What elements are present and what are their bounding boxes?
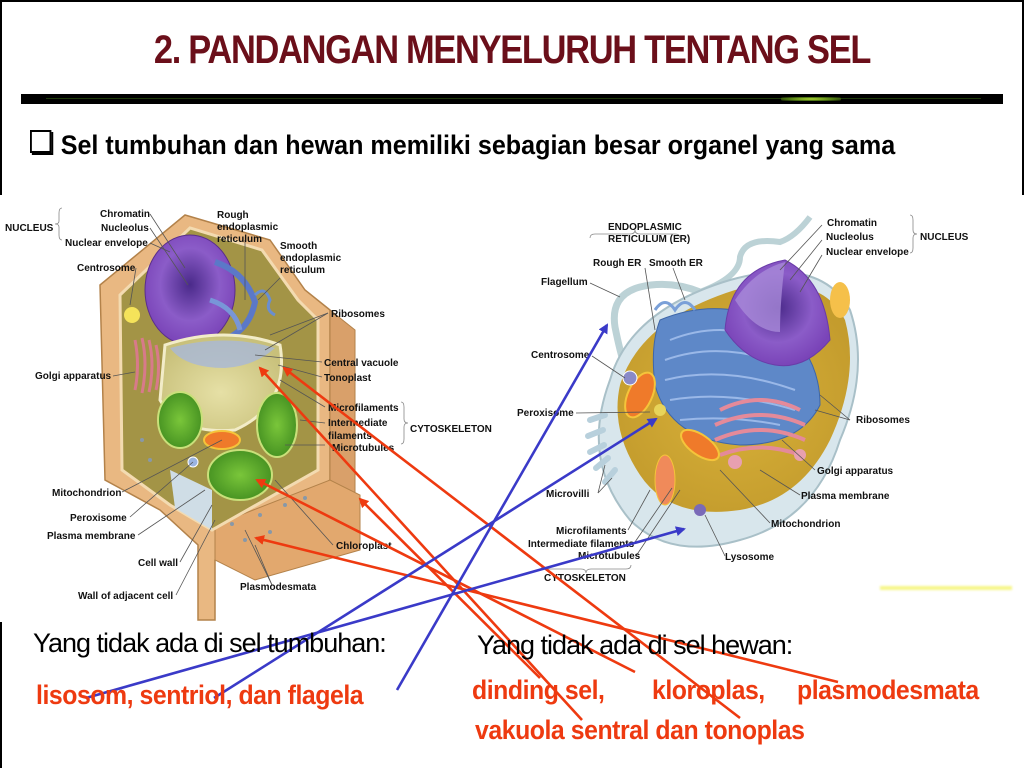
slide-frame-left-lower <box>0 622 2 768</box>
label-peroxisome: Peroxisome <box>70 513 127 524</box>
label-rough-er-1: Rough <box>217 210 249 221</box>
label-nucleus-group: NUCLEUS <box>920 232 969 243</box>
arrow-vakuola-to-central-vacuole <box>258 366 583 721</box>
arrow-kloroplas-to-chloroplast <box>255 478 636 674</box>
slide-frame-left <box>0 0 2 195</box>
label-peroxisome: Peroxisome <box>517 408 574 419</box>
label-microfilaments: Microfilaments <box>328 403 399 414</box>
label-microtubules: Microtubules <box>578 551 641 562</box>
label-cytoskeleton-group: CYTOSKELETON <box>410 424 492 435</box>
decorative-yellow-bar <box>880 586 1012 590</box>
answer-vakuola-tonoplas: vakuola sentral dan tonoplas <box>475 715 805 745</box>
label-golgi: Golgi apparatus <box>35 371 112 382</box>
slide-frame-right <box>1022 0 1024 195</box>
label-chromatin: Chromatin <box>827 218 877 229</box>
label-rough-er: Rough ER <box>593 258 642 269</box>
checkbox-square-icon <box>30 130 52 153</box>
label-ribosomes: Ribosomes <box>856 415 910 426</box>
label-rough-er-2: endoplasmic <box>217 222 279 233</box>
label-rough-er-3: reticulum <box>217 234 262 245</box>
label-microvilli: Microvilli <box>546 489 590 500</box>
label-lysosome: Lysosome <box>725 552 775 563</box>
label-nucleolus: Nucleolus <box>826 232 874 243</box>
answer-dinding-sel: dinding sel, <box>472 675 605 705</box>
label-intermediate-2: filaments <box>328 431 372 442</box>
label-central-vacuole: Central vacuole <box>324 358 399 369</box>
label-nuclear-envelope: Nuclear envelope <box>65 238 148 249</box>
label-mitochondrion: Mitochondrion <box>52 488 121 499</box>
title-divider <box>21 94 1003 104</box>
blue-arrows <box>85 323 686 700</box>
caption-not-in-animal: Yang tidak ada di sel hewan: <box>477 630 793 660</box>
bullet-text: Sel tumbuhan dan hewan memiliki sebagian… <box>60 130 896 160</box>
label-er-group-2: RETICULUM (ER) <box>608 234 690 245</box>
label-nucleolus: Nucleolus <box>101 223 149 234</box>
label-smooth-er-3: reticulum <box>280 265 325 276</box>
label-er-group-1: ENDOPLASMIC <box>608 222 682 233</box>
animal-cell-illustration <box>540 214 918 574</box>
label-smooth-er-1: Smooth <box>280 241 317 252</box>
caption-not-in-plant: Yang tidak ada di sel tumbuhan: <box>33 628 387 658</box>
label-smooth-er: Smooth ER <box>649 258 704 269</box>
label-microtubules: Microtubules <box>332 443 395 454</box>
label-wall-adjacent: Wall of adjacent cell <box>78 591 173 602</box>
label-golgi: Golgi apparatus <box>817 466 894 477</box>
slide-title: 2. PANDANGAN MENYELURUH TENTANG SEL <box>153 28 871 72</box>
label-smooth-er-2: endoplasmic <box>280 253 342 264</box>
arrow-dinding-sel-to-cell-wall <box>358 497 541 679</box>
label-ribosomes: Ribosomes <box>331 309 385 320</box>
label-plasma-membrane: Plasma membrane <box>801 491 890 502</box>
answer-kloroplas: kloroplas, <box>652 675 765 705</box>
label-mitochondrion: Mitochondrion <box>771 519 840 530</box>
label-centrosome: Centrosome <box>531 350 590 361</box>
label-intermediate: Intermediate filaments <box>528 539 635 550</box>
label-nuclear-envelope: Nuclear envelope <box>826 247 909 258</box>
label-flagellum: Flagellum <box>541 277 588 288</box>
bullet-point: Sel tumbuhan dan hewan memiliki sebagian… <box>30 130 895 161</box>
slide-frame-top <box>0 0 1024 2</box>
divider-line <box>46 98 981 99</box>
label-microfilaments: Microfilaments <box>556 526 627 537</box>
animal-cell-labels: ENDOPLASMIC RETICULUM (ER) Rough ER Smoo… <box>517 218 969 584</box>
label-cytoskeleton-group: CYTOSKELETON <box>544 573 626 584</box>
label-plasma-membrane: Plasma membrane <box>47 531 136 542</box>
arrow-flagela-to-flagellum <box>395 323 609 691</box>
label-plasmodesmata: Plasmodesmata <box>240 582 317 593</box>
label-nucleus-group: NUCLEUS <box>5 223 54 234</box>
label-tonoplast: Tonoplast <box>324 373 372 384</box>
label-chloroplast: Chloroplast <box>336 541 392 552</box>
divider-glow <box>781 97 841 101</box>
label-cell-wall: Cell wall <box>138 558 178 569</box>
red-arrows <box>254 366 839 721</box>
arrow-plasmodesmata-to-plasmodesmata <box>254 535 839 684</box>
arrow-lisosom-to-lysosome <box>85 526 686 700</box>
answer-not-in-plant: lisosom, sentriol, dan flagela <box>36 680 364 710</box>
arrow-sentriol-to-centrosome <box>213 417 658 700</box>
plant-cell-labels: NUCLEUS Chromatin Nucleolus Nuclear enve… <box>5 209 492 602</box>
arrow-tonoplas-to-tonoplast <box>282 366 741 720</box>
label-chromatin: Chromatin <box>100 209 150 220</box>
label-centrosome: Centrosome <box>77 263 136 274</box>
answer-plasmodesmata: plasmodesmata <box>797 675 979 705</box>
